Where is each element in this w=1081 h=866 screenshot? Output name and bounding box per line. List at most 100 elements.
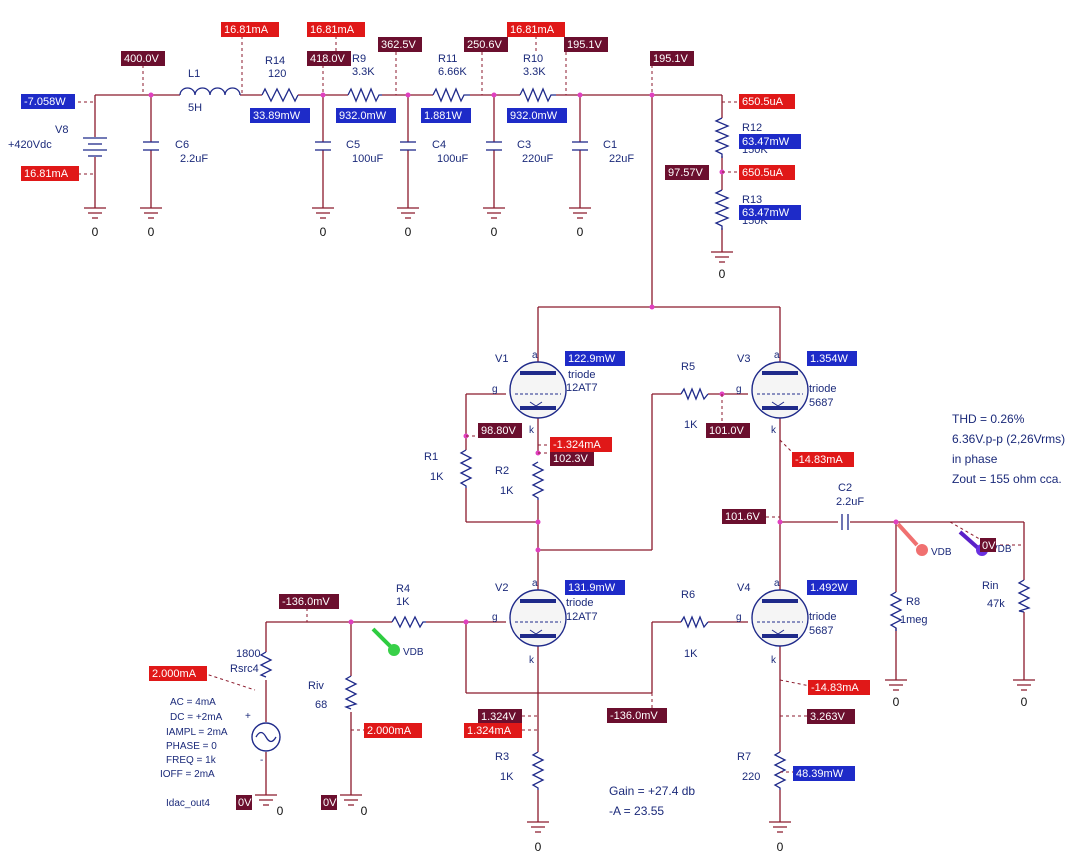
label-r5: R5	[681, 361, 695, 373]
value-l1: 5H	[188, 102, 202, 114]
svg-text:-7.058W: -7.058W	[24, 96, 66, 108]
value-r5: 1K	[684, 419, 698, 431]
svg-text:48.39mW: 48.39mW	[796, 768, 844, 780]
svg-text:101.0V: 101.0V	[709, 425, 745, 437]
type-v1: triode	[568, 369, 596, 381]
svg-text:1.492W: 1.492W	[810, 582, 849, 594]
label-r9: R9	[352, 53, 366, 65]
svg-text:a: a	[774, 578, 780, 589]
svg-text:16.81mA: 16.81mA	[510, 24, 555, 36]
svg-text:1.324mA: 1.324mA	[467, 725, 512, 737]
power-boxes: -7.058W 33.89mW 932.0mW 1.881W 932.0mW 6…	[21, 94, 857, 781]
svg-text:0: 0	[148, 225, 155, 239]
type-v3: triode	[809, 383, 837, 395]
label-c1: C1	[603, 139, 617, 151]
svg-text:0: 0	[405, 225, 412, 239]
value-rin: 47k	[987, 598, 1005, 610]
svg-text:0V: 0V	[238, 797, 252, 809]
label-v4: V4	[737, 582, 750, 594]
label-rsrc4: Rsrc4	[230, 663, 259, 675]
label-r7: R7	[737, 751, 751, 763]
svg-text:VDB: VDB	[931, 547, 952, 558]
label-c3: C3	[517, 139, 531, 151]
tube-v1	[509, 361, 567, 419]
value-r6: 1K	[684, 648, 698, 660]
label-r2: R2	[495, 465, 509, 477]
svg-text:0: 0	[361, 804, 368, 818]
isrc-name: Idac_out4	[166, 798, 210, 809]
current-boxes: 16.81mA 16.81mA 16.81mA 16.81mA 650.5uA …	[21, 22, 870, 738]
svg-text:-136.0mV: -136.0mV	[282, 596, 330, 608]
value-r4: 1K	[396, 596, 410, 608]
supply-rail-wires	[94, 94, 781, 365]
note-gain: Gain = +27.4 db	[609, 784, 695, 798]
svg-text:k: k	[529, 655, 535, 666]
svg-text:33.89mW: 33.89mW	[253, 110, 301, 122]
grounds-amp	[255, 679, 1035, 833]
svg-text:1.324V: 1.324V	[481, 711, 517, 723]
note-a: -A = 23.55	[609, 804, 664, 818]
value-c4: 100uF	[437, 153, 468, 165]
label-r12: R12	[742, 122, 762, 134]
label-riv: Riv	[308, 680, 324, 692]
label-v3: V3	[737, 353, 750, 365]
label-r3: R3	[495, 751, 509, 763]
leader-lines-amp	[202, 394, 1024, 773]
svg-text:0: 0	[719, 267, 726, 281]
value-r7: 220	[742, 771, 760, 783]
current-source	[251, 722, 281, 752]
probe-vdb-red[interactable]	[896, 522, 928, 556]
label-c4: C4	[432, 139, 446, 151]
label-r1: R1	[424, 451, 438, 463]
svg-text:400.0V: 400.0V	[124, 53, 160, 65]
nodes-top	[148, 92, 725, 310]
svg-text:g: g	[492, 384, 498, 395]
svg-text:-14.83mA: -14.83mA	[811, 682, 859, 694]
svg-text:k: k	[529, 425, 535, 436]
svg-text:0: 0	[893, 695, 900, 709]
isrc-param-2: IAMPL = 2mA	[166, 727, 228, 738]
value-c1: 22uF	[609, 153, 634, 165]
svg-text:VDB: VDB	[991, 544, 1012, 555]
model-v4: 5687	[809, 625, 833, 637]
isrc-plus: +	[245, 711, 251, 722]
label-v1: V1	[495, 353, 508, 365]
svg-text:63.47mW: 63.47mW	[742, 136, 790, 148]
svg-text:131.9mW: 131.9mW	[568, 582, 616, 594]
capacitors-top	[143, 141, 588, 151]
label-c2: C2	[838, 482, 852, 494]
label-r11: R11	[438, 53, 457, 65]
value-c6: 2.2uF	[180, 153, 208, 165]
ground-labels: 0 0 0 0 0 0 0 0 0 0 0 0 0	[92, 225, 1028, 854]
isrc-param-0: AC = 4mA	[170, 697, 216, 708]
svg-text:250.6V: 250.6V	[467, 39, 503, 51]
tube-v3	[751, 361, 809, 419]
probe-vdb-green[interactable]	[371, 627, 400, 656]
value-r14: 120	[268, 68, 286, 80]
note-zout: Zout = 155 ohm cca.	[952, 472, 1062, 486]
resistors-horizontal-top	[261, 87, 556, 103]
svg-text:0V: 0V	[982, 540, 996, 552]
value-c5: 100uF	[352, 153, 383, 165]
isrc-param-1: DC = +2mA	[170, 712, 223, 723]
svg-text:101.6V: 101.6V	[725, 511, 761, 523]
svg-text:195.1V: 195.1V	[653, 53, 689, 65]
amplifier-wires	[265, 393, 1025, 822]
svg-text:362.5V: 362.5V	[381, 39, 417, 51]
svg-text:16.81mA: 16.81mA	[310, 24, 355, 36]
svg-text:418.0V: 418.0V	[310, 53, 346, 65]
svg-text:a: a	[532, 350, 538, 361]
label-c6: C6	[175, 139, 189, 151]
svg-text:650.5uA: 650.5uA	[742, 96, 784, 108]
svg-text:-1.324mA: -1.324mA	[553, 439, 601, 451]
tube-v2	[509, 589, 567, 647]
notes: THD = 0.26% 6.36V.p-p (2,26Vrms) in phas…	[609, 412, 1065, 818]
value-r8: 1meg	[900, 614, 928, 626]
value-r1: 1K	[430, 471, 444, 483]
svg-text:3.263V: 3.263V	[810, 711, 846, 723]
amplifier-resistors	[259, 387, 1031, 790]
svg-text:0: 0	[92, 225, 99, 239]
voltage-boxes: 400.0V 418.0V 362.5V 250.6V 195.1V 195.1…	[121, 37, 996, 810]
svg-text:g: g	[492, 612, 498, 623]
